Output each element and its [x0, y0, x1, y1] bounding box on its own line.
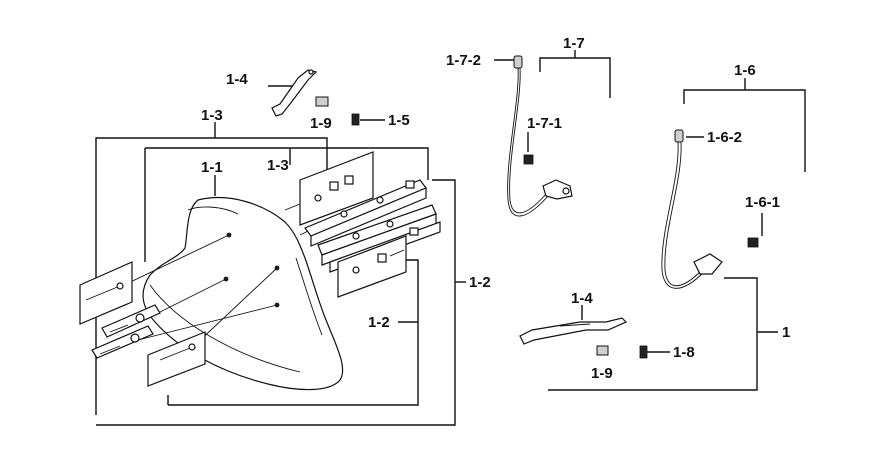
label-1-5: 1-5 — [388, 112, 410, 129]
label-1-6: 1-6 — [734, 62, 756, 79]
label-1-8: 1-8 — [673, 344, 695, 361]
label-1-7-2: 1-7-2 — [446, 52, 481, 69]
label-1-9-top: 1-9 — [310, 115, 332, 132]
label-1-9-bottom: 1-9 — [591, 365, 613, 382]
label-1-7: 1-7 — [563, 35, 585, 52]
bracket-lines — [95, 50, 806, 426]
cables — [507, 55, 759, 289]
right-plates — [299, 151, 441, 298]
label-1: 1 — [782, 324, 790, 341]
label-1-1: 1-1 — [201, 159, 223, 176]
label-1-2-inner: 1-2 — [368, 314, 390, 331]
label-1-4-bottom: 1-4 — [571, 290, 593, 307]
label-1-3-outer: 1-3 — [201, 107, 223, 124]
callout-labels: 1-1 1-2 1-2 1-3 1-3 1-4 1-4 1-5 1-6 1-6-… — [201, 35, 790, 382]
label-1-7-1: 1-7-1 — [527, 115, 562, 132]
label-1-4-top: 1-4 — [226, 71, 248, 88]
label-1-6-2: 1-6-2 — [707, 129, 742, 146]
label-1-3-inner: 1-3 — [267, 157, 289, 174]
label-1-2-outer: 1-2 — [469, 274, 491, 291]
small-parts — [271, 69, 648, 359]
label-1-6-1: 1-6-1 — [745, 194, 780, 211]
left-plates — [79, 261, 206, 387]
